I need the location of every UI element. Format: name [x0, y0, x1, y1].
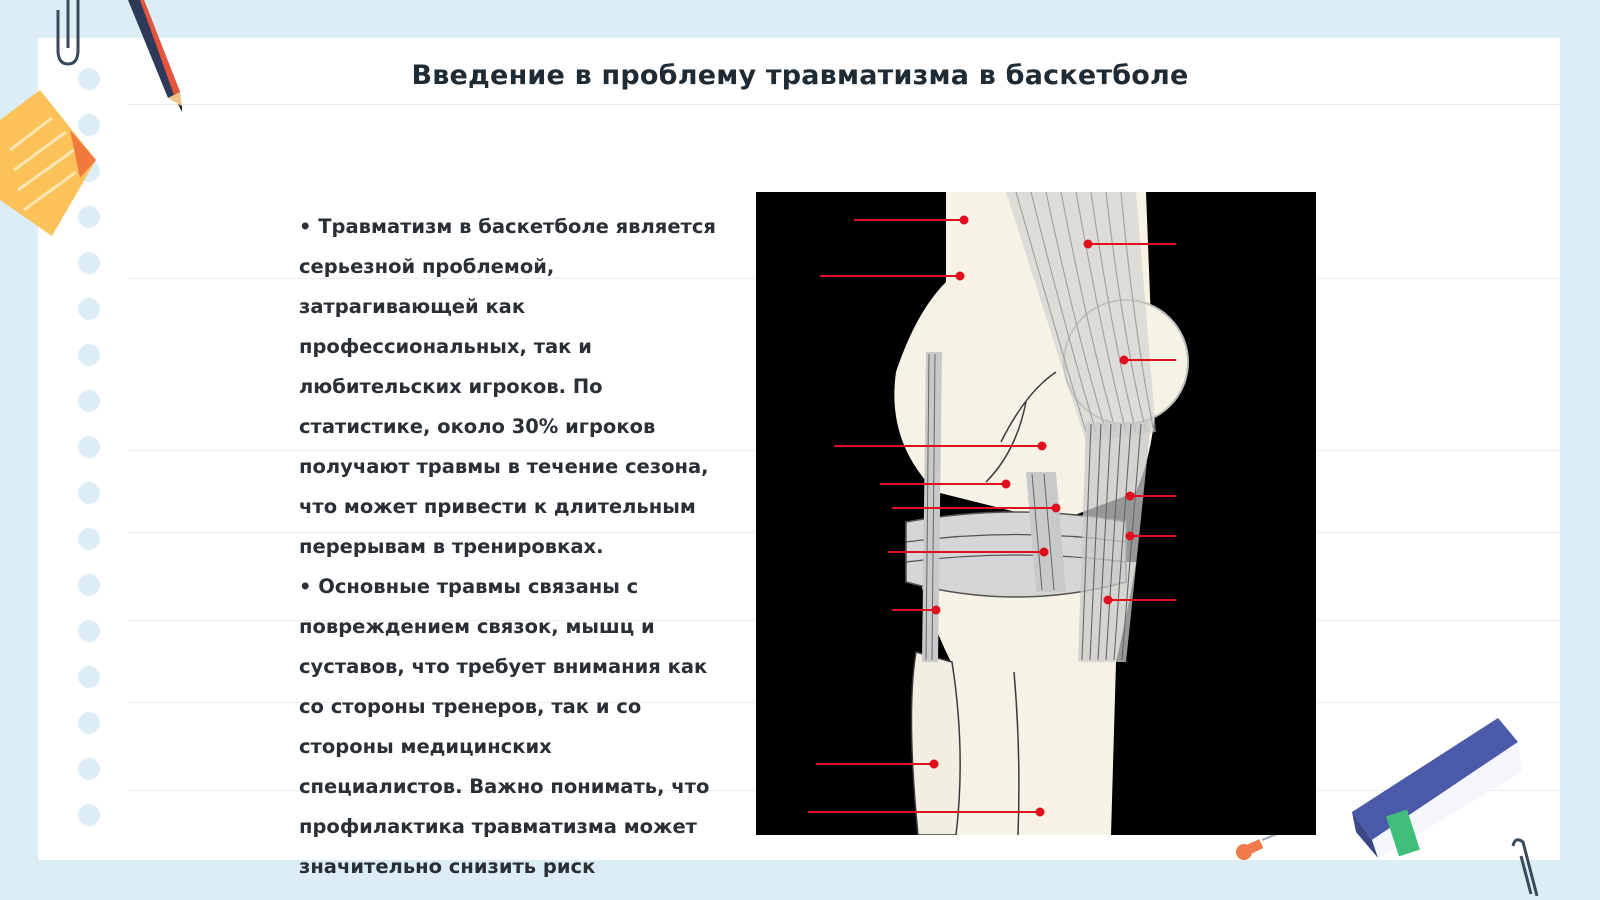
paperclip-icon: [1511, 838, 1539, 897]
text-content: • Травматизм в баскетболе является серье…: [299, 207, 719, 887]
pencil-icon: [128, 0, 182, 112]
slide-title: Введение в проблему травматизма в баскет…: [411, 60, 1189, 91]
ruled-line: [128, 104, 1560, 105]
sticky-note-icon: [0, 90, 96, 236]
knee-anatomy-image: [756, 192, 1316, 835]
bullet-paragraph: • Основные травмы связаны с повреждением…: [299, 575, 710, 878]
bullet-paragraph: • Травматизм в баскетболе является серье…: [299, 215, 716, 558]
paperclip-icon: [56, 0, 80, 66]
pushpin-icon: [1236, 831, 1283, 860]
book-icon: [1352, 718, 1522, 858]
